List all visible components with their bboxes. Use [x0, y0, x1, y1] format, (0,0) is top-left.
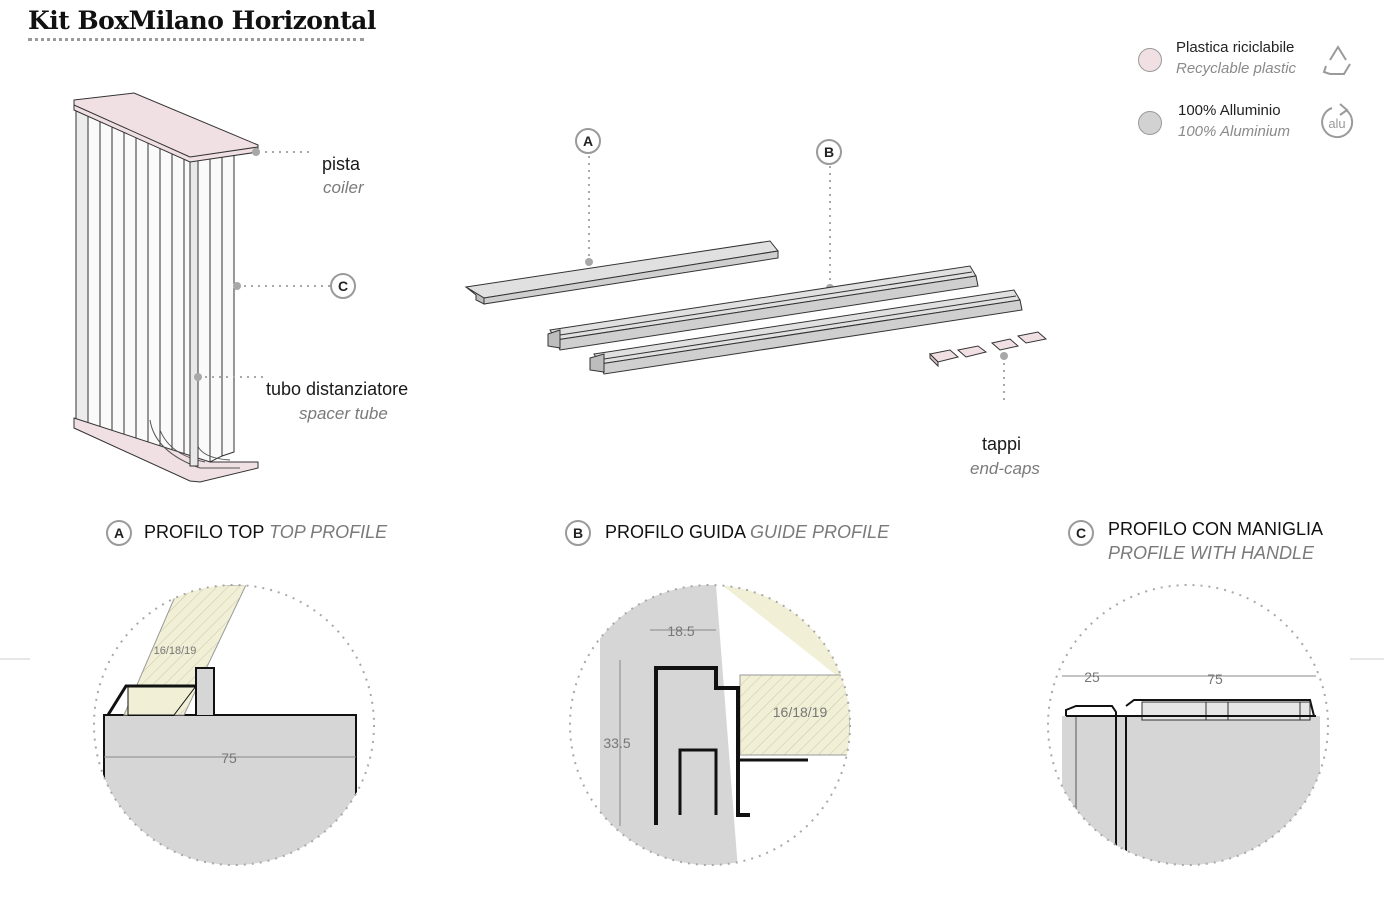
page-title: Kit BoxMilano Horizontal — [28, 6, 376, 35]
legend-plastic-label-en: Recyclable plastic — [1176, 60, 1297, 77]
badge-b-callout: B — [816, 139, 842, 165]
legend-plastic-swatch — [1138, 48, 1162, 72]
end-caps-illustration — [928, 331, 1048, 368]
profile-a-illustration — [464, 240, 779, 305]
legend-aluminium-swatch — [1138, 111, 1162, 135]
recycle-icon — [1322, 45, 1351, 75]
dimension-a-panel: 16/18/19 — [154, 645, 197, 657]
callout-pista-en: coiler — [323, 178, 364, 197]
svg-text:alu: alu — [1328, 116, 1345, 131]
dimension-b-height: 33.5 — [603, 735, 630, 751]
section-c-badge: C — [1068, 520, 1094, 546]
section-a-badge: A — [106, 520, 132, 546]
badge-a-callout: A — [575, 128, 601, 154]
detail-a-circle — [93, 584, 375, 866]
title-underline — [28, 38, 364, 41]
aluminium-recycle-icon: alu — [1321, 103, 1354, 139]
callout-tubo-en: spacer tube — [299, 404, 388, 423]
dimension-c-right: 75 — [1207, 671, 1223, 687]
profile-b-illustration-1 — [547, 265, 979, 351]
badge-c-callout: C — [330, 273, 356, 299]
section-c-title-it: PROFILO CON MANIGLIA — [1108, 519, 1324, 539]
callout-tappi: tappi — [982, 434, 1022, 454]
dimension-b-panel: 16/18/19 — [773, 704, 828, 720]
legend-plastic-label: Plastica riciclabile — [1176, 39, 1295, 56]
callout-tubo: tubo distanziatore — [266, 379, 409, 399]
legend-aluminium-label: 100% Alluminio — [1178, 102, 1281, 119]
profile-b-illustration-2 — [589, 289, 1023, 375]
detail-b-circle — [569, 584, 851, 866]
section-a-title: PROFILO TOP TOP PROFILE — [144, 522, 387, 543]
section-c-title-en: PROFILE WITH HANDLE — [1108, 543, 1315, 563]
section-b-title-en: GUIDE PROFILE — [750, 522, 890, 542]
dimension-a-width: 75 — [221, 750, 237, 766]
section-a-title-en: TOP PROFILE — [269, 522, 388, 542]
section-b-title: PROFILO GUIDA GUIDE PROFILE — [605, 522, 889, 543]
detail-c-circle — [1047, 584, 1329, 866]
section-b-title-it: PROFILO GUIDA — [605, 522, 746, 542]
assembled-kit-illustration — [73, 92, 259, 483]
callout-tappi-en: end-caps — [970, 459, 1040, 478]
dimension-b-width: 18.5 — [667, 623, 694, 639]
section-b-badge: B — [565, 520, 591, 546]
callout-pista: pista — [322, 154, 361, 174]
section-a-title-it: PROFILO TOP — [144, 522, 265, 542]
dimension-c-left: 25 — [1084, 669, 1100, 685]
legend-aluminium-label-en: 100% Aluminium — [1178, 123, 1290, 140]
